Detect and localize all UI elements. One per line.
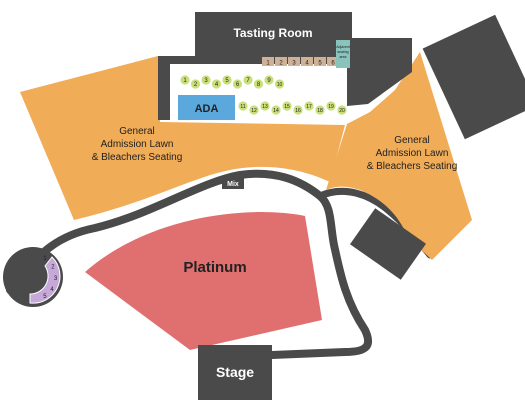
building-mid-right — [349, 208, 427, 280]
table-1[interactable] — [180, 75, 190, 85]
table-12[interactable] — [249, 105, 259, 115]
table-label: 2 — [194, 82, 198, 88]
table-10[interactable] — [274, 79, 285, 89]
suite-2[interactable]: 2 — [51, 264, 55, 270]
box-seat-6[interactable] — [327, 57, 339, 66]
table-label: 8 — [257, 82, 261, 88]
box-seat-1[interactable] — [262, 57, 274, 66]
table-label: 11 — [240, 104, 245, 110]
box-seat-label: 1 — [266, 61, 270, 67]
box-seat-label: 3 — [292, 61, 296, 67]
table-8[interactable] — [253, 79, 264, 89]
table-label: 14 — [273, 108, 279, 114]
table-label: 12 — [251, 108, 257, 114]
mix-booth[interactable] — [222, 176, 244, 189]
suite-5[interactable]: 5 — [43, 294, 47, 300]
table-16[interactable] — [293, 105, 303, 115]
table-17[interactable] — [304, 101, 314, 111]
box-seat-label: 2 — [279, 61, 283, 67]
platinum-label: Platinum — [183, 259, 246, 276]
walkway-path — [6, 169, 373, 359]
table-label: 7 — [246, 78, 250, 84]
table-row-top: 1 23 45 67 89 10 — [180, 75, 285, 89]
table-14[interactable] — [271, 105, 281, 115]
suite-3[interactable]: 3 — [54, 276, 58, 282]
accessible-seating-label-3: area — [339, 55, 346, 59]
table-3[interactable] — [201, 75, 211, 85]
box-seat-label: 5 — [318, 61, 322, 67]
mix-label: Mix — [227, 181, 239, 188]
ga-left-label-line2: Admission Lawn — [101, 139, 174, 150]
section-ada[interactable] — [178, 95, 235, 120]
table-label: 9 — [267, 78, 271, 84]
table-18[interactable] — [315, 105, 325, 115]
table-label: 4 — [215, 82, 219, 88]
table-label: 19 — [328, 104, 334, 110]
ada-label: ADA — [195, 103, 219, 115]
ga-right-label-line2: Admission Lawn — [376, 148, 449, 159]
ga-left-label-line1: General — [119, 126, 155, 137]
suite-4[interactable]: 4 — [50, 287, 54, 293]
table-4[interactable] — [211, 79, 222, 89]
table-label: 16 — [295, 108, 301, 114]
ga-left-label-line3: & Bleachers Seating — [92, 152, 183, 163]
suite-labels: 12 345 — [43, 256, 58, 300]
table-2[interactable] — [190, 79, 201, 89]
table-5[interactable] — [222, 75, 232, 85]
box-seat-5[interactable] — [314, 57, 326, 66]
box-seat-label: 4 — [305, 61, 309, 67]
table-label: 3 — [204, 78, 208, 84]
stage — [198, 345, 272, 400]
building-upper-right — [422, 14, 525, 140]
table-label: 20 — [339, 108, 345, 114]
table-7[interactable] — [243, 75, 253, 85]
table-label: 6 — [236, 82, 240, 88]
accessible-seating-label-2: seating — [337, 50, 348, 54]
tasting-room-box-row: 1 2 3 4 5 6 — [262, 57, 339, 67]
tasting-room-lower — [158, 56, 347, 64]
stage-label: Stage — [216, 364, 254, 380]
table-label: 13 — [262, 104, 268, 110]
section-ga-right[interactable] — [326, 52, 472, 260]
suites-ring[interactable] — [29, 256, 61, 304]
section-ga-left[interactable] — [20, 56, 345, 220]
table-label: 5 — [225, 78, 229, 84]
ga-right-label-line3: & Bleachers Seating — [367, 161, 458, 172]
table-9[interactable] — [264, 75, 274, 85]
table-6[interactable] — [232, 79, 243, 89]
box-seat-2[interactable] — [275, 57, 287, 66]
accessible-seating-box[interactable] — [336, 40, 350, 68]
ga-right-label-line1: General — [394, 135, 430, 146]
tasting-room-building — [195, 12, 412, 106]
suite-1[interactable]: 1 — [43, 256, 47, 262]
table-20[interactable] — [337, 105, 347, 115]
table-label: 1 — [183, 78, 187, 84]
box-seat-4[interactable] — [301, 57, 313, 66]
table-label: 18 — [317, 108, 323, 114]
box-seat-3[interactable] — [288, 57, 300, 66]
table-13[interactable] — [260, 101, 270, 111]
table-11[interactable] — [238, 101, 248, 111]
table-row-bottom: 11 12 13 14 15 16 17 18 19 20 — [238, 101, 347, 115]
table-label: 10 — [277, 82, 283, 88]
table-15[interactable] — [282, 101, 292, 111]
section-platinum[interactable] — [85, 212, 322, 350]
table-label: 15 — [284, 104, 290, 110]
table-label: 17 — [306, 104, 312, 110]
box-seat-label: 6 — [331, 61, 335, 67]
tasting-room-label: Tasting Room — [233, 26, 312, 40]
table-19[interactable] — [326, 101, 336, 111]
accessible-seating-label-1: Adjacent — [336, 45, 350, 49]
patio-area-left-edge — [158, 64, 170, 120]
